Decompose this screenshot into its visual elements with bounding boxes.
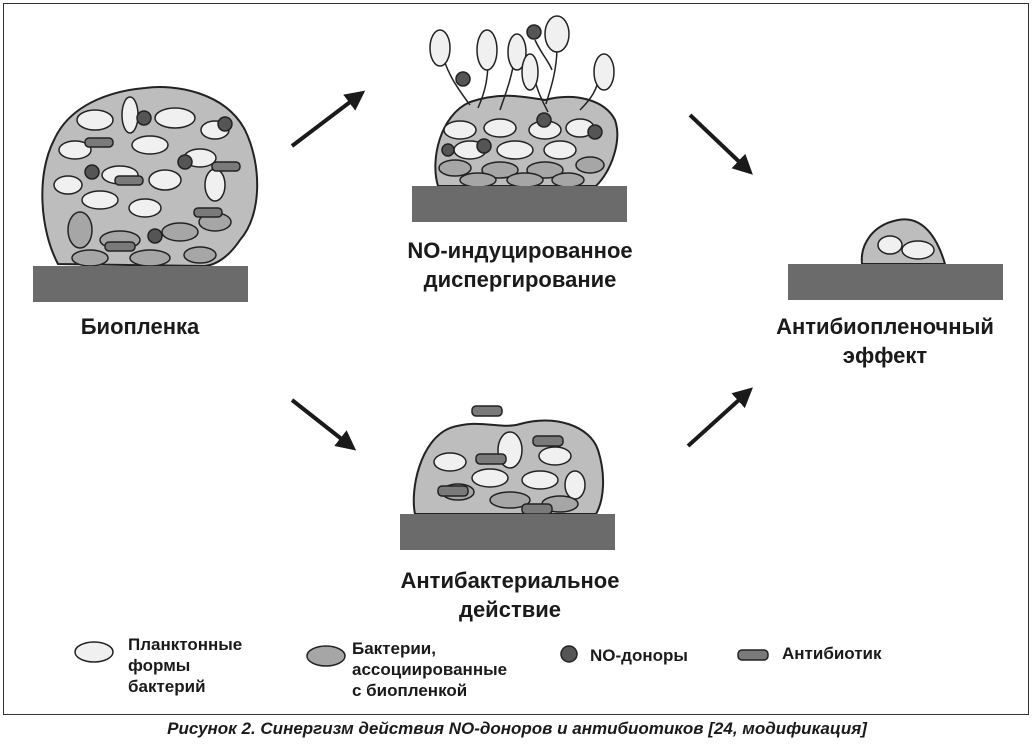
arrow-antibacterial-to-effect [686,387,753,448]
label-biofilm-text: Биопленка [80,314,200,339]
legend-associated: Бактерии, ассоциированные с биопленкой [352,638,507,701]
antibacterial-illustration [400,405,615,550]
surface-antibacterial [400,514,615,550]
label-antibacterial-line1: Антибактериальное [400,568,620,593]
figure-frame [3,3,1029,715]
effect-matrix [860,218,947,265]
figure-caption: Рисунок 2. Синергизм действия NO-доноров… [167,719,867,738]
dispersal-illustration [412,15,627,222]
legend-planktonic-line2: формы [128,656,191,675]
biofilm-illustration [33,86,259,302]
effect-illustration [788,218,1003,300]
label-antibacterial-line2: действие [458,597,562,622]
label-dispersal-line1: NO-индуцированное [407,238,633,263]
legend-no-donors: NO-доноры [590,645,688,666]
legend-associated-line1: Бактерии, [352,639,436,658]
label-antibacterial: Антибактериальное действие [340,566,680,624]
legend-planktonic: Планктонные формы бактерий [128,634,242,697]
legend-associated-line2: ассоциированные [352,660,508,679]
legend-no-donors-text: NO-доноры [590,646,688,665]
label-dispersal: NO-индуцированное диспергирование [360,236,680,294]
surface-biofilm [33,266,248,302]
legend-symbols [74,641,769,667]
legend-associated-symbol [306,645,346,667]
arrow-dispersal-to-effect [688,113,753,175]
legend-antibiotic-symbol [737,649,769,661]
label-effect-line1: Антибиопленочный [776,314,994,339]
legend-planktonic-symbol [74,641,114,663]
legend-associated-line3: с биопленкой [352,681,468,700]
label-dispersal-line2: диспергирование [423,267,617,292]
legend-antibiotic: Антибиотик [782,643,882,664]
legend-no-donor-symbol [560,645,578,663]
legend-antibiotic-text: Антибиотик [782,644,882,663]
legend-planktonic-line1: Планктонные [128,635,243,654]
label-effect: Антибиопленочный эффект [740,312,1030,370]
surface-dispersal [412,186,627,222]
label-biofilm: Биопленка [30,312,250,341]
arrow-to-dispersal [290,90,366,148]
arrow-to-antibacterial [290,398,357,451]
surface-effect [788,264,1003,300]
label-effect-line2: эффект [842,343,928,368]
legend-planktonic-line3: бактерий [128,677,206,696]
